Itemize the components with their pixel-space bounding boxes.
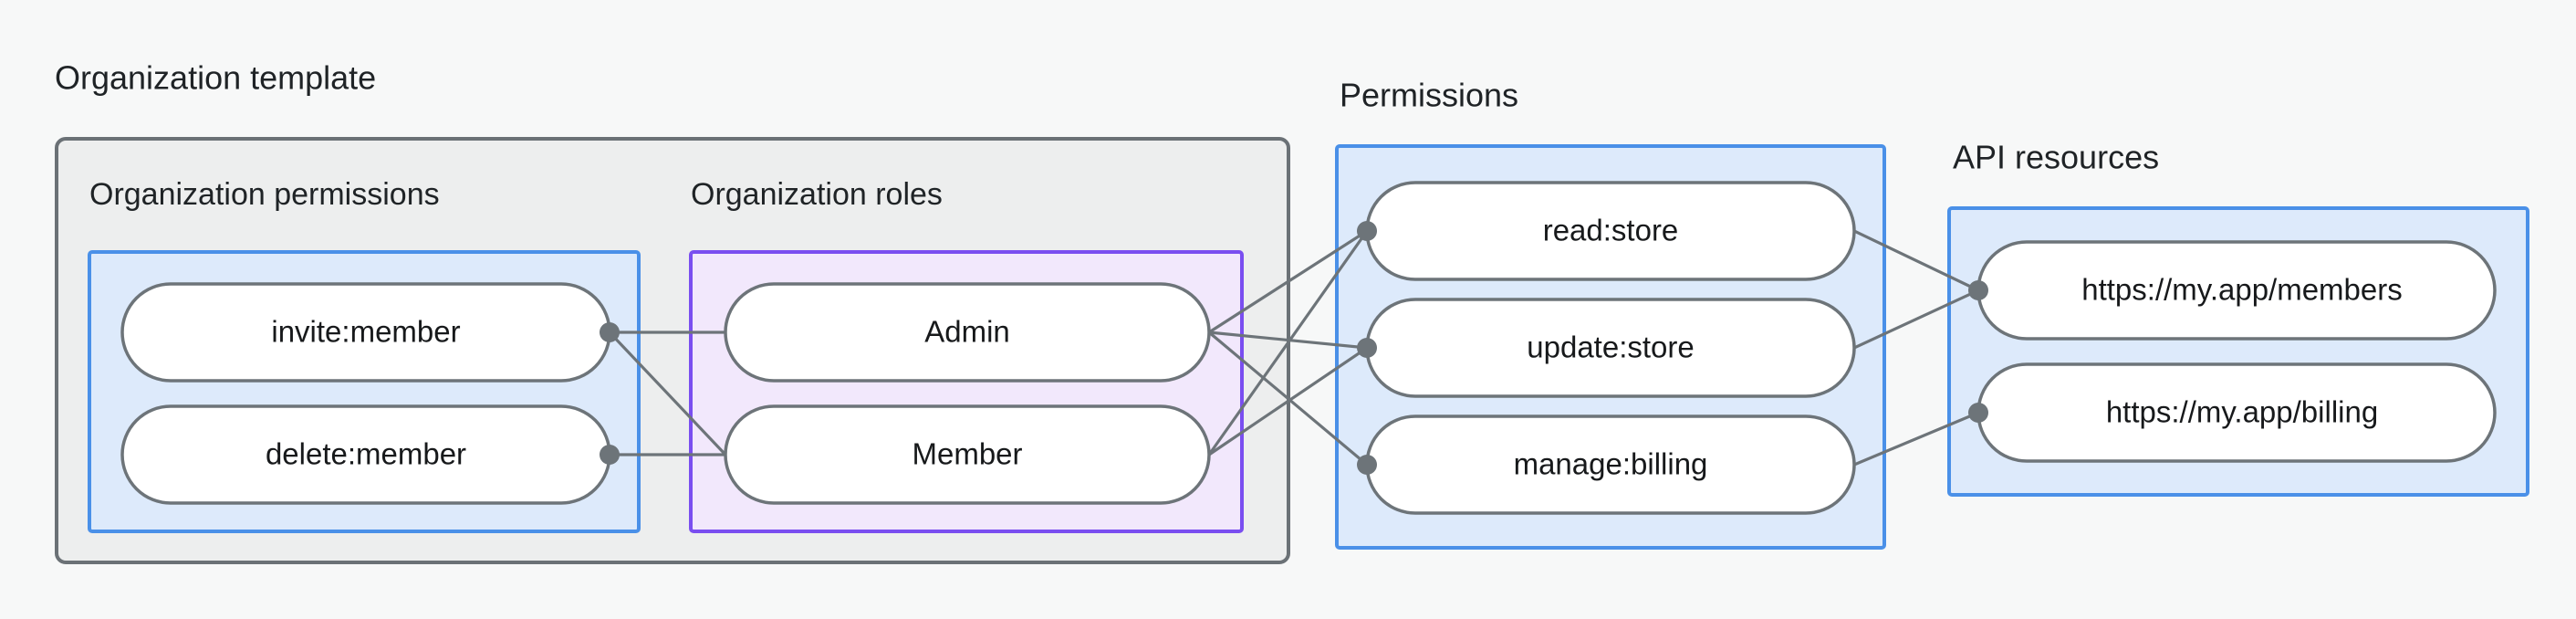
edge-read-store-to-members [1853,229,1979,292]
node-role-member-text: Member [912,437,1022,471]
edge-invite-member-to-member [608,330,727,456]
connector-dot-invite-member-out [600,322,620,342]
node-read-store-text: read:store [1543,214,1679,247]
node-invite-member[interactable]: invite:member [120,282,611,383]
node-update-store[interactable]: update:store [1365,298,1856,398]
permissions-label: Permissions [1340,77,1518,114]
edge-manage-billing-to-billing [1853,411,1979,467]
edge-update-store-to-members [1853,289,1979,350]
node-manage-billing-text: manage:billing [1514,447,1708,481]
node-res-billing[interactable]: https://my.app/billing [1976,362,2497,463]
node-update-store-text: update:store [1527,330,1694,364]
node-res-members-text: https://my.app/members [2081,273,2403,307]
connector-dot-res-billing-in [1968,403,1988,423]
node-role-admin-shape[interactable] [724,282,1211,383]
connector-dot-update-store-in [1357,338,1377,358]
node-res-members[interactable]: https://my.app/members [1976,240,2497,341]
connection-dot-layer [600,221,1988,475]
node-invite-member-text: invite:member [271,315,460,349]
node-role-member-shape[interactable] [724,404,1211,505]
connector-dot-read-store-in [1357,221,1377,241]
edge-admin-to-update-store [1208,330,1368,350]
connector-dot-res-members-in [1968,280,1988,300]
node-delete-member[interactable]: delete:member [120,404,611,505]
connector-dot-manage-billing-in [1357,455,1377,475]
edge-admin-to-read-store [1208,229,1368,334]
api-resources-label: API resources [1953,139,2159,176]
organization-roles-label: Organization roles [691,177,943,212]
node-role-member[interactable]: Member [724,404,1211,505]
edge-admin-to-manage-billing [1207,330,1369,467]
connector-dot-delete-member-out [600,445,620,465]
organization-template-label: Organization template [55,59,376,97]
node-delete-member-text: delete:member [266,437,466,471]
edge-member-to-update-store [1208,346,1368,456]
organization-permissions-label: Organization permissions [89,177,440,212]
edge-member-to-read-store [1207,230,1369,456]
node-manage-billing[interactable]: manage:billing [1365,414,1856,515]
node-res-billing-text: https://my.app/billing [2106,395,2378,429]
edge-layer [608,229,1979,467]
node-role-admin-text: Admin [924,315,1010,349]
node-role-admin[interactable]: Admin [724,282,1211,383]
node-read-store[interactable]: read:store [1365,181,1856,281]
